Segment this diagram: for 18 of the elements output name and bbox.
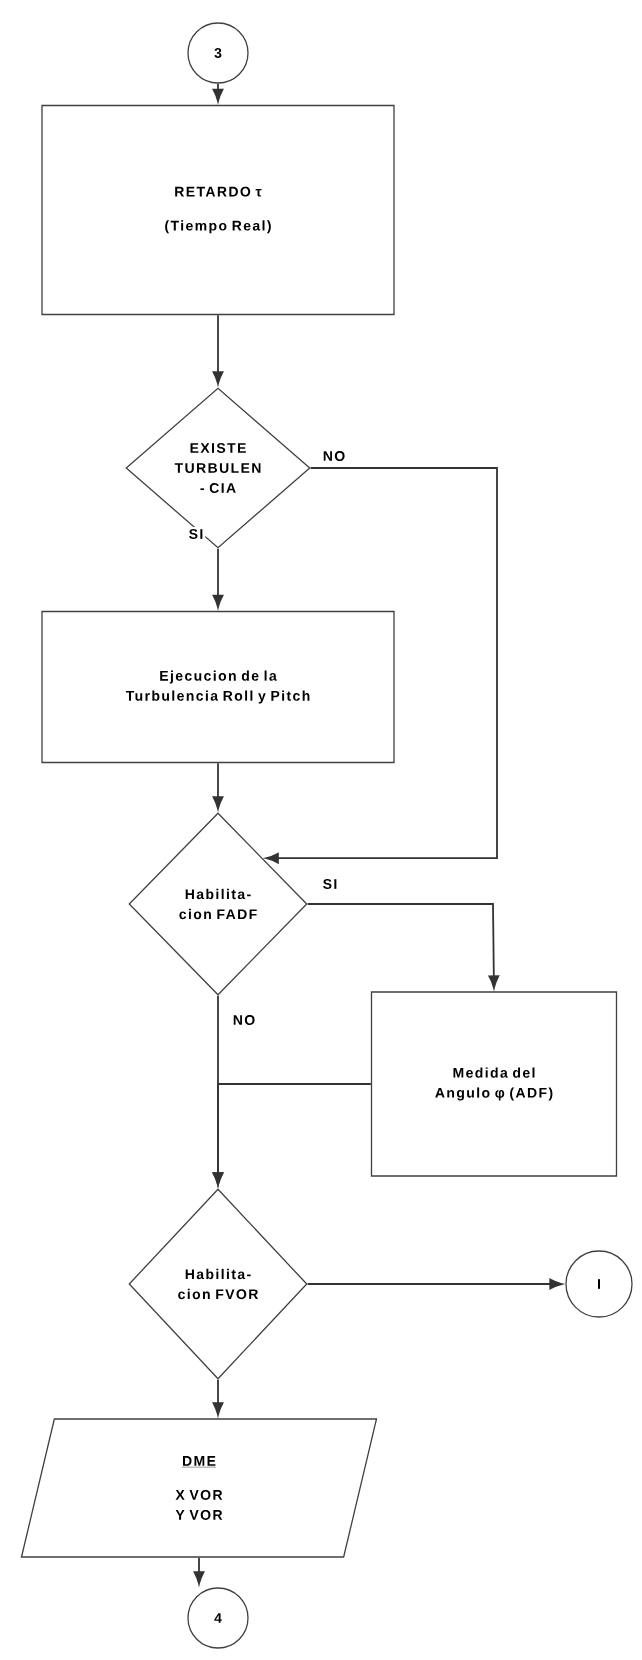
edge-label: NO <box>320 449 348 463</box>
arrow <box>212 762 224 810</box>
arrow <box>265 467 498 864</box>
process-box: RETARDO τ (Tiempo Real) <box>41 104 395 316</box>
arrow <box>212 547 224 609</box>
edge-label: SI <box>186 527 206 541</box>
edge-label: SI <box>320 877 340 891</box>
arrow <box>212 1083 372 1186</box>
process-box: Ejecucion de la Turbulencia Roll y Pitch <box>41 610 395 764</box>
arrow <box>306 1278 563 1290</box>
arrow <box>306 903 500 989</box>
arrow <box>212 1378 224 1416</box>
arrow <box>212 82 224 103</box>
arrow <box>212 314 224 385</box>
process-box: Medida del Angulo φ (ADF) <box>370 991 618 1177</box>
input-output-parallelogram: DME X VOR Y VOR <box>20 1418 378 1558</box>
arrow <box>193 1556 205 1585</box>
edge-label: NO <box>230 1013 258 1027</box>
